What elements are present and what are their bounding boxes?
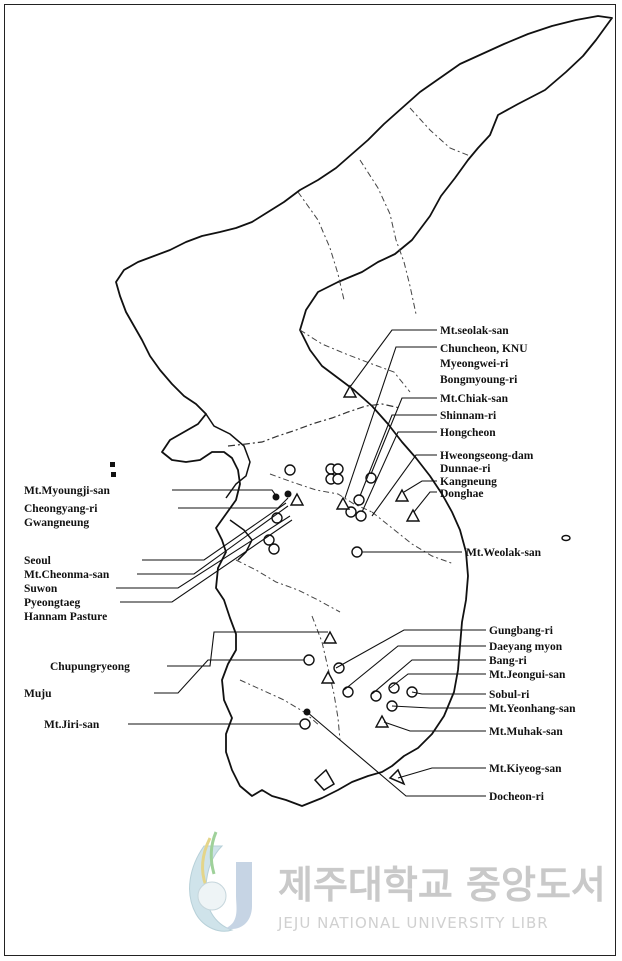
provincial-boundaries xyxy=(235,107,471,741)
site-circle xyxy=(370,690,382,702)
label-jiri: Mt.Jiri-san xyxy=(44,719,100,731)
site-circle xyxy=(332,473,344,485)
site-circle xyxy=(332,463,344,475)
site-circle xyxy=(355,510,367,522)
label-docheon: Docheon-ri xyxy=(489,791,545,803)
library-watermark: 제주대학교 중앙도서 JEJU NATIONAL UNIVERSITY LIBR xyxy=(189,831,606,932)
label-chuncheon: Chuncheon, KNU xyxy=(440,343,528,355)
site-circle xyxy=(268,543,280,555)
label-bongmyoung: Bongmyoung-ri xyxy=(440,374,518,386)
site-circle xyxy=(299,718,311,730)
university-logo-icon xyxy=(189,831,252,932)
label-hannam: Hannam Pasture xyxy=(24,611,107,623)
label-gungbang: Gungbang-ri xyxy=(489,625,554,637)
label-shinnam: Shinnam-ri xyxy=(440,410,497,422)
site-triangle xyxy=(405,508,421,522)
label-hoengseong: Hweongseong-dam xyxy=(440,450,534,462)
peninsula-coastline xyxy=(115,15,613,807)
site-triangle xyxy=(374,714,390,728)
label-yeonhwa: Mt.Yeonhang-san xyxy=(489,703,576,715)
label-chiaksan: Mt.Chiak-san xyxy=(440,393,509,405)
map-labels: Mt.seolak-san Chuncheon, KNU Myeongwei-r… xyxy=(24,325,576,803)
label-jeongui: Mt.Jeongui-san xyxy=(489,669,566,681)
map-frame xyxy=(4,4,616,956)
west-coast-detail xyxy=(205,413,251,499)
watermark-english: JEJU NATIONAL UNIVERSITY LIBR xyxy=(277,914,549,932)
label-cheonma: Mt.Cheonma-san xyxy=(24,569,110,581)
islands xyxy=(110,462,571,791)
label-muhak: Mt.Muhak-san xyxy=(489,726,563,738)
site-triangle xyxy=(335,496,351,510)
label-myeongwei: Myeongwei-ri xyxy=(440,358,509,370)
label-sobul: Sobul-ri xyxy=(489,689,530,701)
label-seoraksan: Mt.seolak-san xyxy=(440,325,509,337)
watermark-korean: 제주대학교 중앙도서 xyxy=(278,863,606,907)
label-bang: Bang-ri xyxy=(489,655,528,667)
site-circle xyxy=(351,546,363,558)
label-myoungji: Mt.Myoungji-san xyxy=(24,485,111,497)
label-cheongyang: Cheongyang-ri xyxy=(24,503,98,515)
label-hongcheon: Hongcheon xyxy=(440,427,496,439)
label-kiyeong: Mt.Kiyeog-san xyxy=(489,763,562,775)
label-daeyang: Daeyang myon xyxy=(489,641,563,653)
site-circle xyxy=(284,464,296,476)
site-circle xyxy=(388,682,400,694)
label-pyeongtaeg: Pyeongtaeg xyxy=(24,597,80,609)
label-seoul: Seoul xyxy=(24,555,51,567)
site-circle xyxy=(342,686,354,698)
site-triangle xyxy=(289,492,305,506)
label-woraksan: Mt.Weolak-san xyxy=(466,547,542,559)
site-circle xyxy=(353,494,365,506)
site-triangle xyxy=(320,670,336,684)
label-dunnae: Dunnae-ri xyxy=(440,463,491,475)
site-triangle xyxy=(342,384,358,398)
site-dots xyxy=(272,490,311,716)
site-dot xyxy=(284,490,292,498)
site-dot xyxy=(272,493,280,501)
label-muju: Muju xyxy=(24,688,52,700)
label-chupungryeong: Chupungryeong xyxy=(50,661,130,673)
site-circle xyxy=(263,534,275,546)
site-triangle xyxy=(394,488,410,502)
label-donghae: Donghae xyxy=(440,488,483,500)
site-triangle xyxy=(322,630,338,644)
label-suwon: Suwon xyxy=(24,583,58,595)
leader-lines xyxy=(116,329,486,797)
site-circle xyxy=(303,654,315,666)
label-gangneung: Kangneung xyxy=(440,476,497,488)
label-gwangneung: Gwangneung xyxy=(24,517,89,529)
